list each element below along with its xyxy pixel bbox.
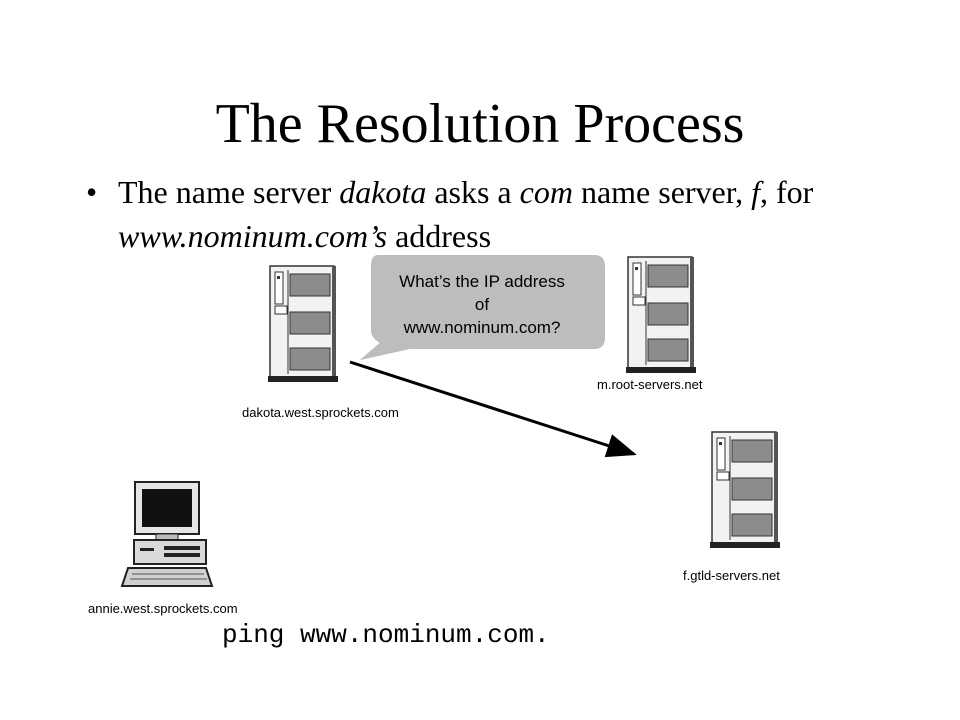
callout-line: of xyxy=(474,295,490,314)
server-gtld xyxy=(709,431,781,549)
bullet-part: , for xyxy=(760,174,814,210)
desktop-computer-icon xyxy=(120,481,214,587)
speech-bubble xyxy=(355,253,607,363)
bullet-part: The name server xyxy=(118,174,340,210)
page-title: The Resolution Process xyxy=(215,93,745,155)
bullet-part: www.nominum.com’s xyxy=(118,218,388,254)
bullet-text: The name server dakota asks a com name s… xyxy=(118,170,898,258)
callout-text: What’s the IP address of www.nominum.com… xyxy=(364,270,600,339)
server-dakota xyxy=(267,265,339,383)
bullet-part: address xyxy=(387,218,492,254)
server-tower-icon xyxy=(709,431,781,549)
server-root xyxy=(625,256,697,374)
label-dakota: dakota.west.sprockets.com xyxy=(242,405,399,420)
bullet-part: com xyxy=(519,174,573,210)
label-root: m.root-servers.net xyxy=(597,377,703,392)
bullet-part: f xyxy=(751,174,761,210)
label-gtld: f.gtld-servers.net xyxy=(683,568,780,583)
bullet-part: asks a xyxy=(426,174,520,210)
ping-command: ping www.nominum.com. xyxy=(222,620,550,650)
query-arrow xyxy=(349,360,637,458)
callout-shape xyxy=(355,253,607,363)
bullet-part: name server, xyxy=(572,174,752,210)
server-tower-icon xyxy=(625,256,697,374)
bullet-part: dakota xyxy=(339,174,427,210)
callout-line: What’s the IP address xyxy=(399,272,565,291)
bullet-marker: • xyxy=(86,174,98,210)
server-tower-icon xyxy=(267,265,339,383)
label-annie: annie.west.sprockets.com xyxy=(88,601,238,616)
callout-line: www.nominum.com? xyxy=(403,318,561,337)
